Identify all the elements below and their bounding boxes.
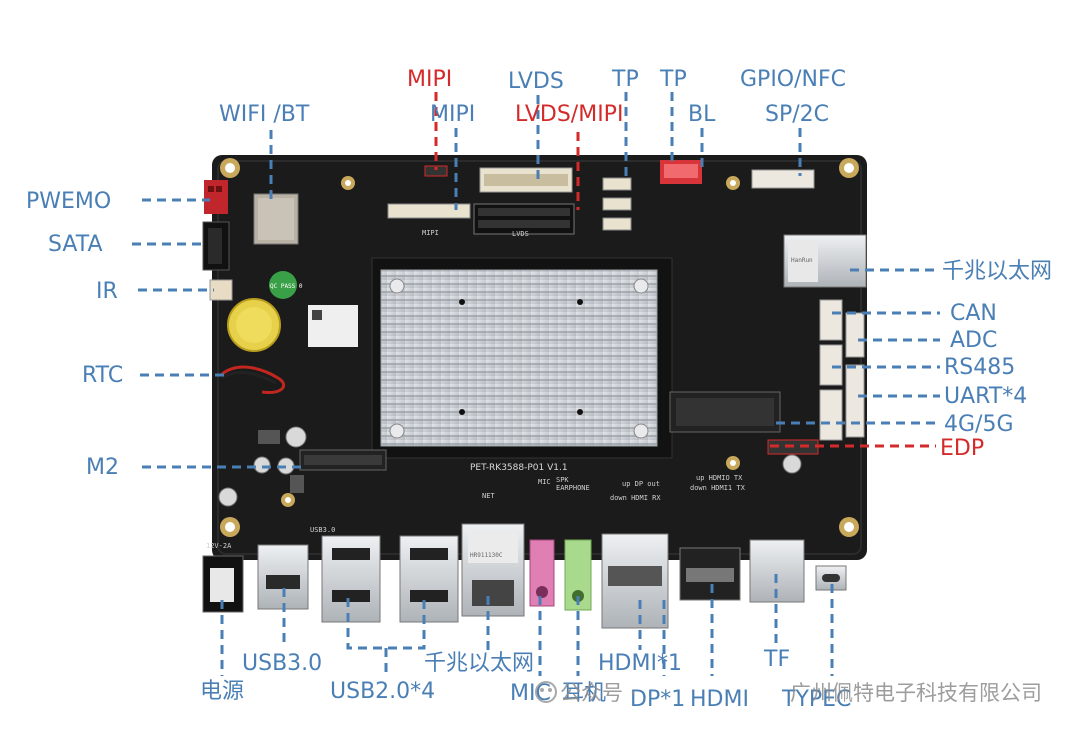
rtc-wire [221,365,285,395]
svg-text:LVDS: LVDS [512,230,529,238]
label-can: CAN [950,301,997,326]
label-hdmi1: HDMI*1 [598,651,682,676]
label-mipi-red: MIPI [407,67,452,92]
label-lvds-mipi: LVDS/MIPI [515,102,623,127]
svg-text:公众号 ·: 公众号 · [560,681,636,705]
uart-connector [845,364,865,438]
svg-text:up DP out: up DP out [622,480,660,488]
label-typec: TYPEC [781,687,851,712]
rs485-connector [819,344,843,386]
label-tp-1: TP [611,67,639,92]
label-mipi: MIPI [430,102,475,127]
pwemo-connector [204,180,228,214]
leader-lines-red [434,92,936,448]
mipi-connector-red [424,165,448,177]
label-dp1: DP*1 [630,687,685,712]
tp-connector-2 [602,197,632,211]
label-bl: BL [688,102,716,127]
board-model: PET-RK3588-P01 V1.1 [470,463,568,473]
label-gpio-nfc: GPIO/NFC [740,67,846,92]
label-m2: M2 [86,455,119,480]
label-lvds: LVDS [508,69,564,94]
svg-text:12V-2A: 12V-2A [206,542,232,550]
label-sata: SATA [48,232,103,257]
label-power: 电源 [200,679,244,704]
tp-connector-1 [602,177,632,191]
svg-text:up HDMIO TX: up HDMIO TX [696,474,743,482]
label-sp2c: SP/2C [765,102,829,127]
label-tp-2: TP [659,67,687,92]
adc-connector [845,312,865,358]
svg-text:down HDMI RX: down HDMI RX [610,494,661,502]
label-uart: UART*4 [944,384,1027,409]
svg-text:广州佩特电子科技有限公司: 广州佩特电子科技有限公司 [790,681,1042,705]
label-adc: ADC [950,328,997,353]
watermark: 公众号 · 广州佩特电子科技有限公司 [535,681,1042,705]
label-gigabit-right: 千兆以太网 [942,259,1052,284]
mipi-connector [387,203,471,219]
label-edp: EDP [940,436,984,461]
can-connector [819,299,843,341]
svg-text:HanRun: HanRun [791,257,813,264]
svg-text:MIPI: MIPI [422,229,439,237]
svg-text:SPK: SPK [556,476,569,484]
label-rtc: RTC [82,363,123,388]
label-usb30: USB3.0 [242,651,322,676]
label-rs485: RS485 [944,355,1015,380]
ir-connector [209,279,233,301]
label-wifi-bt: WIFI /BT [219,102,310,127]
heatsink [380,269,658,447]
leader-lines [132,92,940,676]
label-hdmi: HDMI [690,687,749,712]
svg-text:down HDMI1 TX: down HDMI1 TX [690,484,746,492]
svg-text:QC PASS 0: QC PASS 0 [270,283,303,290]
label-4g5g: 4G/5G [944,412,1014,437]
qc-sticker [269,271,297,299]
label-usb20: USB2.0*4 [330,679,435,704]
label-earphone: 耳机 [562,681,606,706]
label-ir: IR [96,279,118,304]
label-gigabit-bottom: 千兆以太网 [424,651,534,676]
label-tf: TF [763,647,790,672]
label-pwemo: PWEMO [26,189,111,214]
svg-text:USB3.0: USB3.0 [310,526,335,534]
svg-text:HR911130C: HR911130C [470,552,503,559]
gpio-connector [751,169,815,189]
svg-text:MIC: MIC [538,478,551,486]
svg-text:EARPHONE: EARPHONE [556,484,590,492]
svg-text:NET: NET [482,492,495,500]
